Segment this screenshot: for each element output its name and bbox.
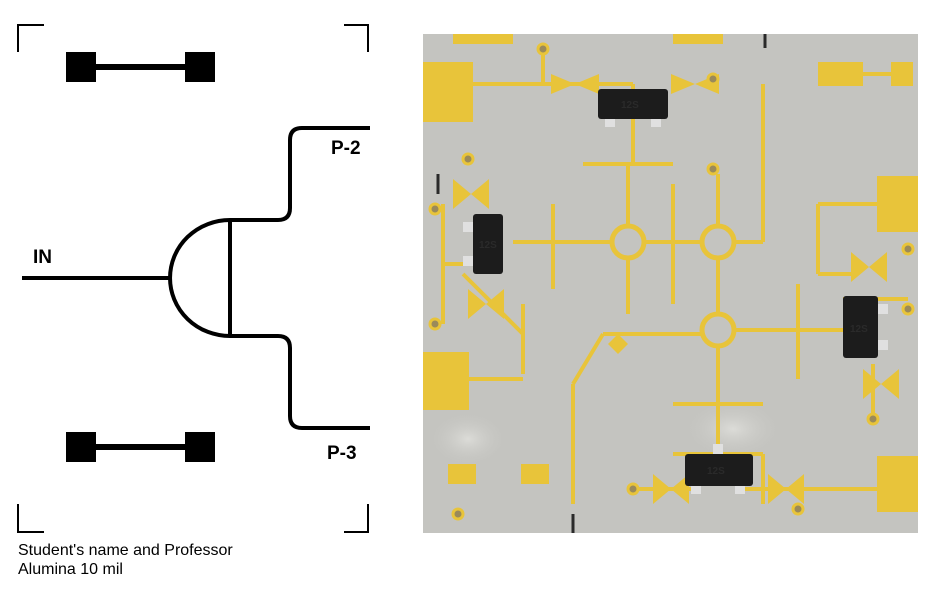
crop-marks	[17, 24, 369, 533]
caption-substrate: Alumina 10 mil	[18, 561, 123, 578]
transistor-bottom: 12S	[685, 444, 753, 494]
chip-marking-left: 12S	[479, 240, 497, 251]
trace-to-p3	[230, 334, 370, 430]
transistor-left: 12S	[463, 214, 503, 274]
splitter-arc	[168, 218, 231, 338]
schematic-diagram: IN P-2 P-3	[17, 24, 370, 533]
label-p3: P-3	[327, 443, 357, 464]
gold-traces	[441, 44, 913, 504]
crop-mark-bottom-left	[17, 504, 44, 533]
splitter-traces	[22, 126, 370, 430]
vias	[428, 42, 915, 521]
chip-marking-right: 12S	[850, 324, 868, 335]
chip-marking-bottom: 12S	[707, 466, 725, 477]
radial-stubs	[453, 74, 899, 504]
pad-pair-top	[66, 52, 215, 82]
crop-mark-top-left	[17, 24, 44, 52]
chip-marking-top: 12S	[621, 100, 639, 111]
crop-mark-bottom-right	[344, 504, 369, 533]
trace-to-p2	[230, 126, 370, 222]
label-p2: P-2	[331, 138, 361, 159]
pad-pair-bottom	[66, 432, 215, 462]
substrate	[423, 34, 918, 533]
circuit-board-photo: 12S 12S 12S 12S	[423, 34, 918, 533]
crop-mark-top-right	[344, 24, 369, 52]
edge-marks	[436, 34, 767, 533]
label-in: IN	[33, 247, 52, 268]
transistor-top: 12S	[598, 89, 668, 127]
transistor-right: 12S	[843, 296, 888, 358]
caption-student: Student's name and Professor	[18, 542, 233, 559]
